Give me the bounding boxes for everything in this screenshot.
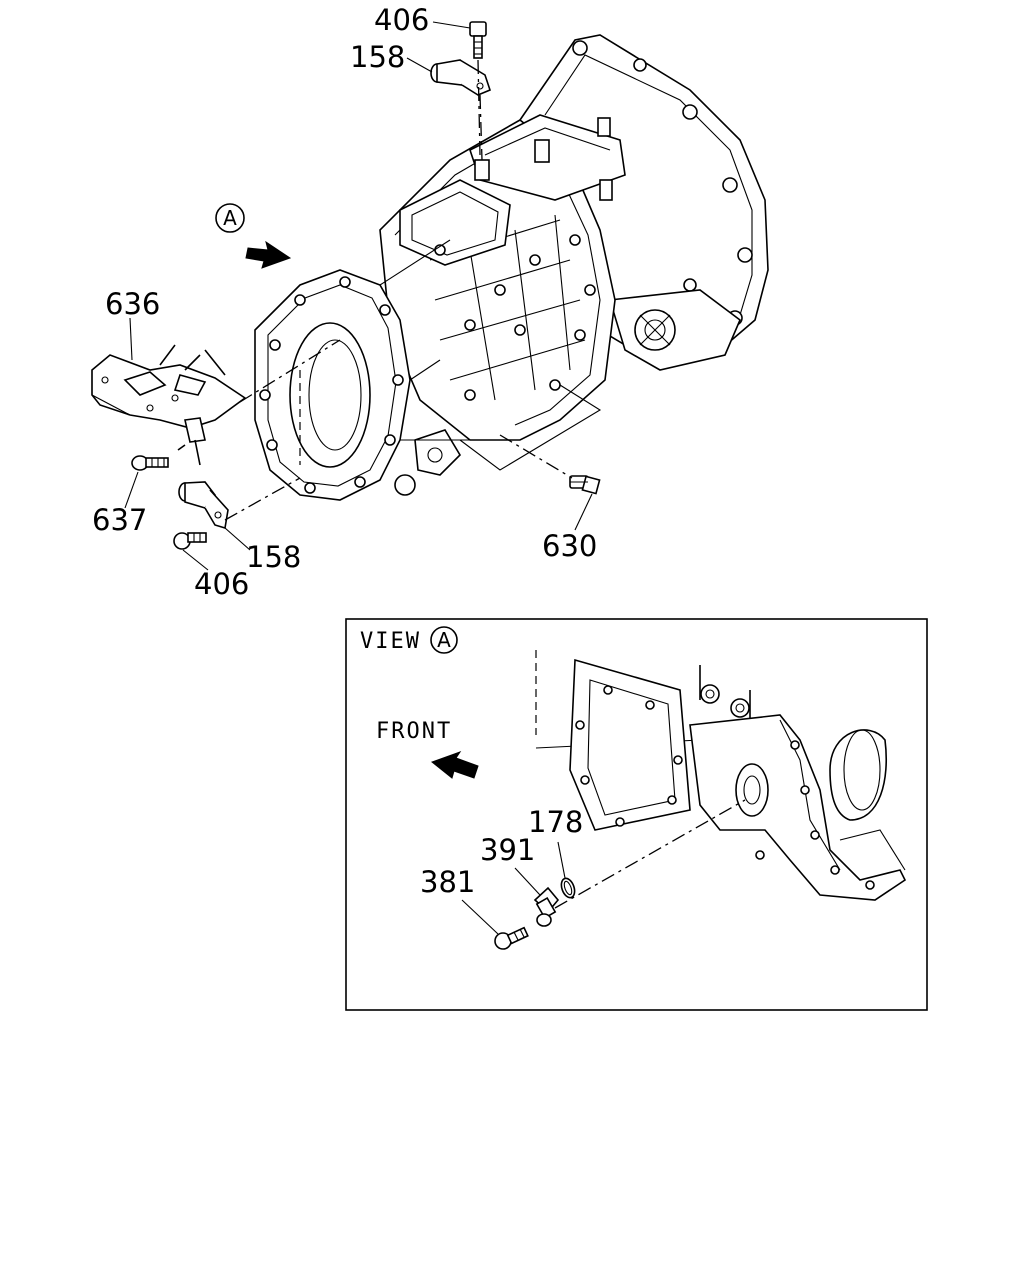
callout-158-top: 158: [350, 40, 405, 74]
arrow-icon: [245, 240, 292, 269]
bottom-bolt-406: [173, 532, 207, 550]
callout-406-bottom: 406: [194, 567, 249, 601]
callout-630: 630: [542, 529, 597, 563]
callout-158-bottom: 158: [246, 540, 301, 574]
view-panel-title: VIEW: [360, 629, 421, 654]
view-panel-marker: A: [437, 628, 451, 652]
oring-178: [560, 877, 576, 899]
top-clip-158: [430, 59, 491, 96]
callout-636: 636: [105, 287, 160, 321]
view-a-marker-label: A: [223, 206, 237, 230]
view-a-panel: VIEW A FRONT: [345, 618, 928, 1011]
transmission-assembly: [254, 34, 769, 501]
sensor-391: [533, 886, 560, 927]
bottom-clip-158: [178, 481, 229, 530]
callout-406-top: 406: [374, 3, 429, 37]
front-label: FRONT: [376, 719, 452, 744]
sensor-630: [569, 475, 601, 495]
bolt-637: [131, 455, 169, 471]
callout-391: 391: [480, 833, 535, 867]
top-bolt-406: [469, 21, 487, 59]
view-a-marker: A: [215, 203, 245, 233]
front-arrow-icon: [430, 751, 479, 779]
callout-381: 381: [420, 865, 475, 899]
callout-178: 178: [528, 805, 583, 839]
bolt-381: [494, 926, 529, 950]
bracket-636: [91, 344, 247, 466]
callouts: 406 158 636 637 158 406 630: [92, 3, 597, 601]
callout-637: 637: [92, 503, 147, 537]
